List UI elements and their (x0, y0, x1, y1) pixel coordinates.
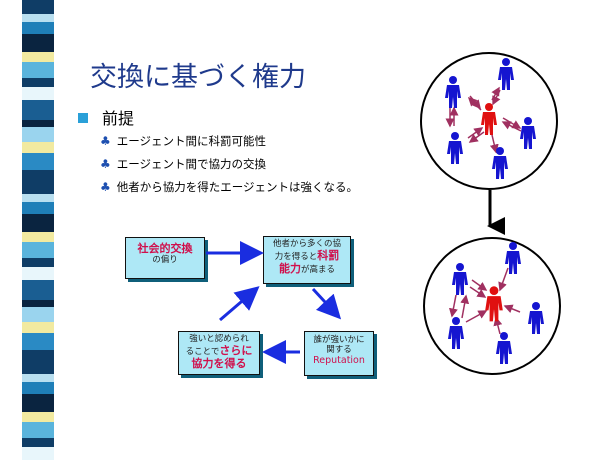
box-text: ることで (185, 347, 220, 358)
exchange-arrow (467, 96, 482, 111)
person-icon (485, 286, 503, 322)
stripe-segment (22, 142, 54, 153)
exchange-arrow (465, 310, 488, 323)
exchange-arrow (498, 267, 509, 292)
exchange-arrow (460, 294, 470, 319)
stripe-segment (22, 382, 54, 394)
box-text: Reputation (313, 355, 365, 367)
person-icon (520, 117, 536, 149)
stripe-segment (22, 322, 54, 333)
exchange-arrow (491, 86, 500, 101)
slide-title: 交換に基づく権力 (90, 62, 306, 93)
stripe-segment (22, 22, 54, 34)
exchange-arrow (501, 121, 522, 132)
club-icon: ♣ (100, 180, 111, 194)
premise-heading: 前提 (78, 105, 134, 129)
box-text: 協力を得る (191, 357, 247, 371)
stripe-segment (22, 258, 54, 267)
box-text: が高まる (300, 265, 335, 276)
stripe-segment (22, 374, 54, 382)
stripe-segment (22, 394, 54, 412)
stripe-segment (22, 62, 54, 78)
premise-label: 前提 (102, 109, 135, 128)
box-text: の偏り (152, 255, 178, 266)
stripe-segment (22, 14, 54, 22)
exchange-arrow (467, 127, 484, 139)
exchange-arrow (489, 134, 499, 154)
cycle-arrow (219, 286, 260, 322)
stripe-segment (22, 267, 54, 280)
person-icon (481, 103, 497, 135)
stripe-segment (22, 170, 54, 180)
stripe-segment (22, 350, 54, 360)
club-icon: ♣ (100, 134, 111, 148)
stripe-segment (22, 127, 54, 142)
box-text: 誰が強いかに (313, 335, 365, 345)
stripe-segment (22, 360, 54, 374)
stripe-segment (22, 307, 54, 322)
bullet-text: エージェント間に科罰可能性 (116, 134, 267, 148)
box-text: 力を得ると (274, 252, 318, 263)
cycle-arrow (311, 287, 342, 320)
exchange-arrow (471, 279, 488, 291)
person-icon (528, 302, 544, 334)
stripe-segment (22, 333, 54, 350)
stripe-segment (22, 232, 54, 242)
box-text: 社会的交換 (137, 242, 193, 255)
person-icon (492, 147, 508, 179)
stripe-segment (22, 412, 54, 422)
stripe-segment (22, 34, 54, 52)
exchange-arrow (503, 304, 521, 313)
stripe-segment (22, 153, 54, 170)
stripe-segment (22, 422, 54, 438)
stripe-segment (22, 52, 54, 62)
box-text: 強いと認められ (189, 334, 249, 344)
stripe-segment (22, 120, 54, 127)
box-text: 関する (326, 345, 352, 356)
person-icon (445, 76, 461, 108)
stripe-segment (22, 214, 54, 232)
person-icon (498, 58, 514, 90)
bullet-text: エージェント間で協力の交換 (116, 157, 267, 171)
person-icon (452, 263, 468, 295)
exchange-arrow (448, 294, 458, 318)
gain-cooperation-box: 強いと認められ ることでさらに 協力を得る (178, 331, 260, 375)
box-text: さらに (219, 344, 253, 358)
stripe-segment (22, 180, 54, 194)
reputation-box: 誰が強いかに 関する Reputation (304, 331, 374, 376)
person-icon (496, 332, 512, 364)
stripe-segment (22, 194, 54, 202)
stripe-segment (22, 280, 54, 300)
punishment-ability-box: 他者から多くの協 力を得ると科罰 能力が高まる (263, 236, 351, 284)
bullet-text: 他者から協力を得たエージェントは強くなる。 (116, 180, 359, 194)
diagram-canvas (206, 52, 561, 375)
stripe-segment (22, 202, 54, 214)
stripe-segment (22, 100, 54, 120)
stripe-segment (22, 300, 54, 307)
stripe-segment (22, 242, 54, 258)
list-item: ♣ 他者から協力を得たエージェントは強くなる。 (100, 179, 358, 202)
person-icon (447, 132, 463, 164)
box-text: 能力 (278, 262, 301, 276)
agent-network-after (448, 242, 544, 364)
person-icon (505, 242, 521, 274)
person-icon (448, 317, 464, 349)
club-icon: ♣ (100, 157, 111, 171)
exchange-arrow (469, 286, 487, 298)
agent-network-before (445, 58, 536, 179)
list-item: ♣ エージェント間に科罰可能性 (100, 133, 358, 156)
box-text: 他者から多くの協 (272, 239, 341, 249)
social-exchange-box: 社会的交換 の偏り (125, 237, 205, 279)
stripe-segment (22, 78, 54, 87)
box-text: 科罰 (317, 249, 340, 263)
premise-list: ♣ エージェント間に科罰可能性 ♣ エージェント間で協力の交換 ♣ 他者から協力を得た… (100, 133, 358, 202)
square-bullet-icon (78, 113, 88, 123)
stripe-segment (22, 87, 54, 100)
stripe-segment (22, 438, 54, 447)
list-item: ♣ エージェント間で協力の交換 (100, 156, 358, 179)
stripe-segment (22, 0, 54, 14)
